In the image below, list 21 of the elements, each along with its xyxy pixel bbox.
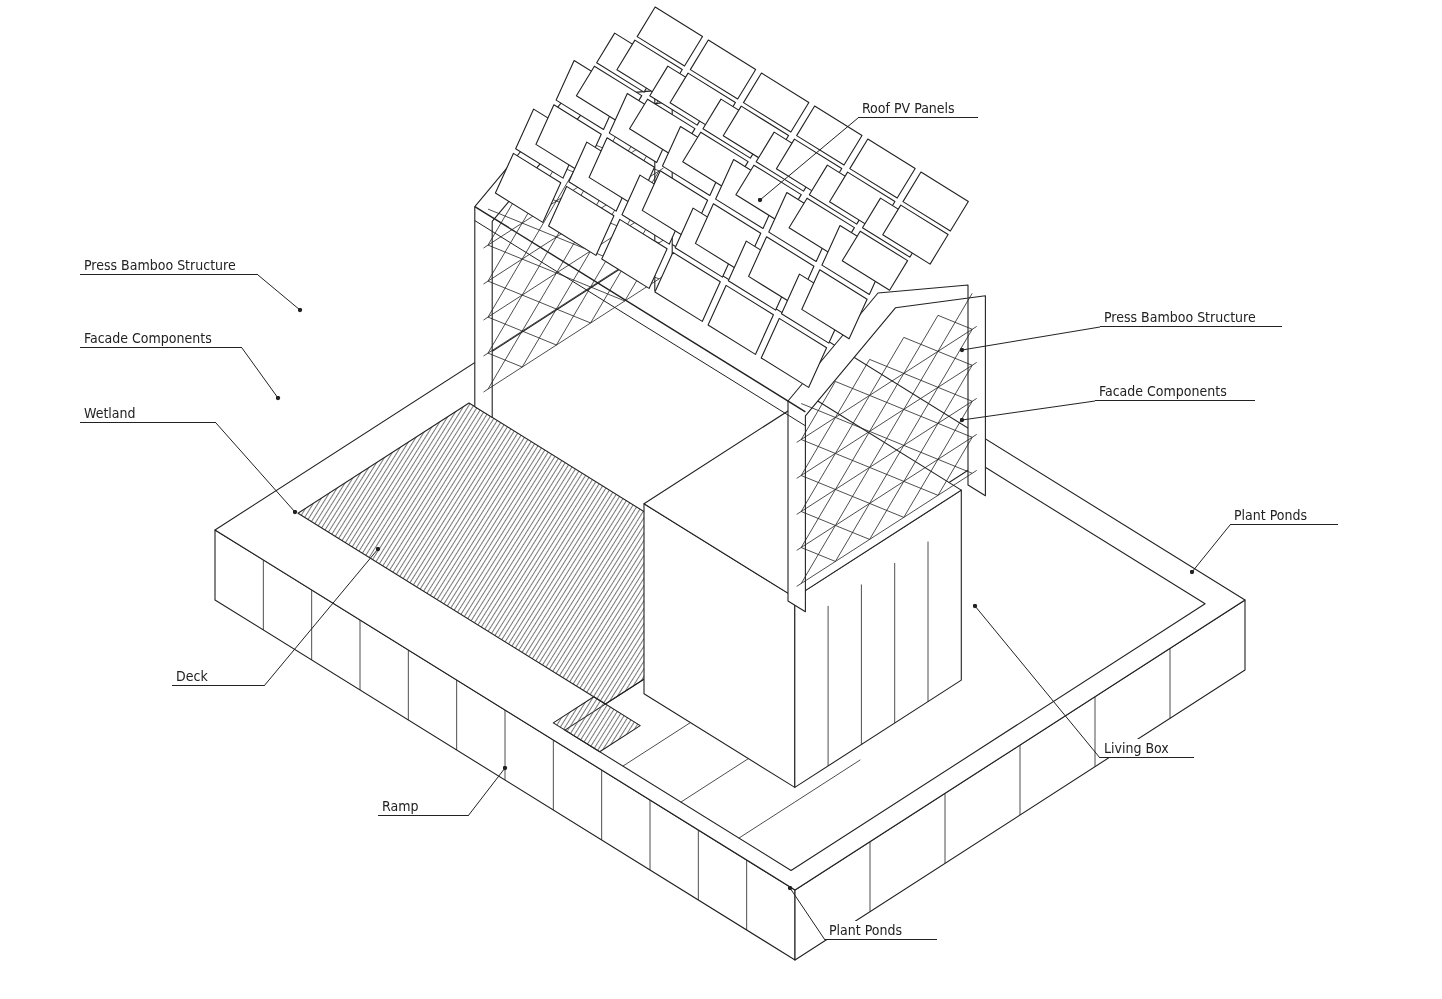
leader-label: Plant Ponds xyxy=(1230,506,1338,525)
leader-label: Roof PV Panels xyxy=(858,99,978,118)
leader-line xyxy=(257,274,303,313)
leader-line xyxy=(241,347,281,401)
leader-label: Deck xyxy=(172,667,264,686)
leader-line xyxy=(787,885,826,941)
leader-line xyxy=(215,422,298,515)
leader-label: Plant Ponds xyxy=(825,921,937,940)
leader-label: Facade Components xyxy=(80,329,242,348)
leader-label: Facade Components xyxy=(1095,382,1255,401)
leader-line xyxy=(959,400,1096,423)
leader-line xyxy=(467,765,508,817)
leader-line xyxy=(959,326,1101,353)
leader-line xyxy=(263,546,381,687)
leader-line xyxy=(757,117,859,203)
leader-line xyxy=(1189,524,1231,575)
leader-label: Press Bamboo Structure xyxy=(80,256,258,275)
leader-label: Living Box xyxy=(1100,739,1194,758)
leader-line xyxy=(972,603,1101,759)
leader-label: Press Bamboo Structure xyxy=(1100,308,1282,327)
leader-label: Wetland xyxy=(80,404,216,423)
